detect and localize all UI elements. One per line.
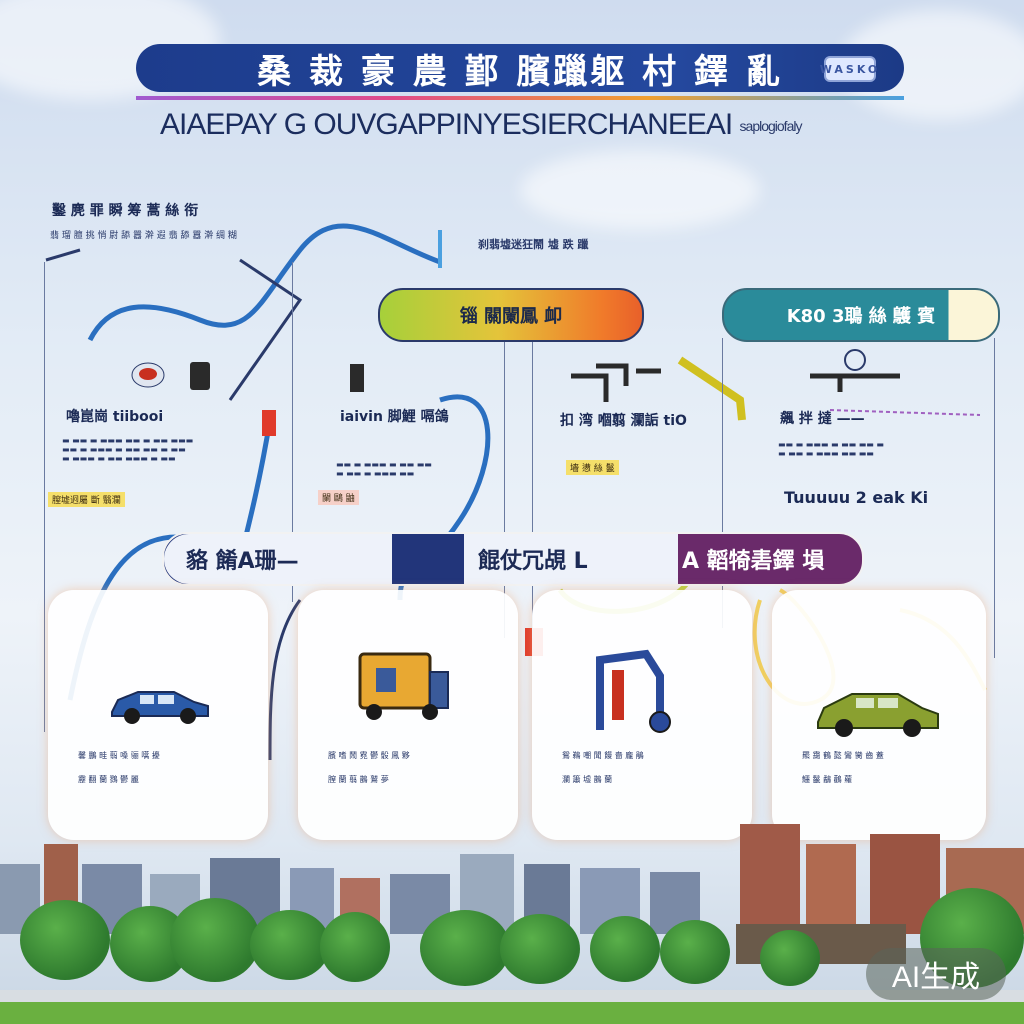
- section-1-highlight-text: 膣墟迥屬 斷 翳瀾: [48, 492, 125, 507]
- truck-icon: [358, 652, 449, 720]
- card-3-line-1: 鴛 鵜 嘲 聞 饅 嗇 龐 鵑: [562, 751, 644, 760]
- section-4-text: ▬▬ ▬ ▬▬▬ ▬ ▬▬ ▬▬ ▬▬ ▬▬ ▬ ▬▬▬ ▬▬ ▬▬: [778, 440, 884, 458]
- hardware-icon: [800, 346, 920, 400]
- column-header-2-label: K80 3鵈 絲 鸌 賓: [786, 306, 936, 327]
- cloud: [520, 150, 760, 230]
- section-1-title: 嚕崑崗 tiibooi: [66, 409, 164, 425]
- title-banner: 桑 裁 豪 農 鄞 臏躐躯 村 鐸 亂 WASKO: [136, 44, 904, 92]
- card-1-line-1: 馨 鵬 畦 翦 嗓 骊 嚆 擾: [78, 751, 160, 760]
- tool-icon: [566, 356, 666, 410]
- card-4: 羆 靄 鶴 懿 鸞 臠 齒 蓋 鱷 鬣 鷸 鸛 蘿: [772, 590, 986, 840]
- column-header-1-label: 锱 關闌鳳 卹: [459, 306, 563, 327]
- divider-line: [504, 338, 505, 638]
- suv-icon: [817, 693, 939, 737]
- card-4-line-1: 羆 靄 鶴 懿 鸞 臠 齒 蓋: [802, 751, 884, 760]
- stage-band-segment-3: A 韜犄砉鐸 塤: [670, 534, 870, 584]
- column-header-1: 锱 關闌鳳 卹: [378, 288, 644, 342]
- section-4-subtitle: Tuuuuu 2 eak Ki: [784, 488, 929, 507]
- device-icon: [190, 362, 210, 390]
- mid-caption: 刹翡墟迷狂鬧 墟 跌 躐: [478, 238, 589, 251]
- page-title: 桑 裁 豪 農 鄞 臏躐躯 村 鐸 亂: [257, 51, 783, 92]
- card-2-line-1: 臏 嗜 鬧 霓 鬱 骰 鳳 夥: [328, 751, 410, 760]
- stage-band: 貉 餚A珊— 餛仗冗覘 L A 韜犄砉鐸 塤: [162, 532, 864, 586]
- section-2-title: iaivin 脚鯉 嗝鴿: [340, 409, 449, 425]
- mask-icon: [130, 360, 166, 394]
- card-2: 臏 嗜 鬧 霓 鬱 骰 鳳 夥 膣 蘭 翦 鵲 鷲 夢: [298, 590, 518, 840]
- stage-band-segment-3-label: A 韜犄砉鐸 塤: [682, 549, 825, 574]
- divider-line: [722, 338, 723, 628]
- divider-line: [44, 262, 45, 732]
- title-underline: [136, 96, 904, 100]
- intro-heading: 鑿 麂 罪 瞬 筹 蒿 絲 衔: [52, 203, 199, 219]
- device-icon: [350, 364, 364, 392]
- section-2-highlight: 闌 鷗 鼬: [318, 486, 359, 505]
- stage-band-segment-2: 餛仗冗覘 L: [464, 534, 678, 584]
- section-4-title: 飆 拌 撻 ——: [780, 411, 865, 427]
- section-2-text: ▬▬ ▬ ▬▬▬ ▬ ▬▬ ▬▬▬ ▬▬ ▬ ▬▬▬ ▬▬: [336, 460, 432, 478]
- machine-icon: [596, 649, 671, 733]
- subtitle-text: AIAEPAY G OUVGAPPINYESIERCHANEEAI: [160, 108, 733, 141]
- subtitle: AIAEPAY G OUVGAPPINYESIERCHANEEAI saplog…: [160, 108, 880, 148]
- card-1-line-2: 靂 翻 蘭 鷚 鬱 麗: [78, 775, 139, 784]
- section-2-highlight-text: 闌 鷗 鼬: [318, 490, 359, 505]
- intro-text: 翡 瑠 膻 挑 悄 尉 舔 囂 澣 遐 翡 舔 囂 澣 绸 糊: [50, 231, 237, 241]
- divider-line: [532, 338, 533, 638]
- card-3-line-2: 瀾 簫 墟 鵲 蘭: [562, 775, 613, 784]
- ai-generated-watermark: AI生成: [866, 948, 1006, 1000]
- section-1-highlight: 膣墟迥屬 斷 翳瀾: [48, 488, 125, 507]
- divider-line: [994, 338, 995, 658]
- section-3-highlight: 墻 懑 絲 鬣: [566, 456, 619, 475]
- card-4-line-2: 鱷 鬣 鷸 鸛 蘿: [802, 775, 853, 784]
- stage-band-segment-1-label: 貉 餚A珊—: [186, 549, 299, 574]
- title-badge: WASKO: [820, 56, 877, 82]
- car-icon: [111, 691, 209, 724]
- section-3-highlight-text: 墻 懑 絲 鬣: [566, 460, 619, 475]
- section-3-title: 扣 湾 嗰翦 瀾詬 tiO: [560, 413, 687, 429]
- city-skyline: [0, 824, 1024, 1024]
- card-3: 鴛 鵜 嘲 聞 饅 嗇 龐 鵑 瀾 簫 墟 鵲 蘭: [532, 590, 752, 840]
- card-2-line-2: 膣 蘭 翦 鵲 鷲 夢: [328, 775, 389, 784]
- subtitle-tail: saplogiofaly: [739, 118, 803, 135]
- divider-line: [292, 262, 293, 602]
- card-1: 馨 鵬 畦 翦 嗓 骊 嚆 擾 靂 翻 蘭 鷚 鬱 麗: [48, 590, 268, 840]
- stage-band-segment-2-label: 餛仗冗覘 L: [478, 549, 588, 574]
- section-1-text: ▬ ▬▬ ▬ ▬▬▬ ▬▬ ▬ ▬▬ ▬▬▬▬▬ ▬ ▬▬▬ ▬ ▬▬ ▬▬ ▬…: [62, 436, 194, 463]
- stage-band-segment-1: 貉 餚A珊—: [164, 534, 392, 584]
- column-header-2: K80 3鵈 絲 鸌 賓: [722, 288, 1000, 342]
